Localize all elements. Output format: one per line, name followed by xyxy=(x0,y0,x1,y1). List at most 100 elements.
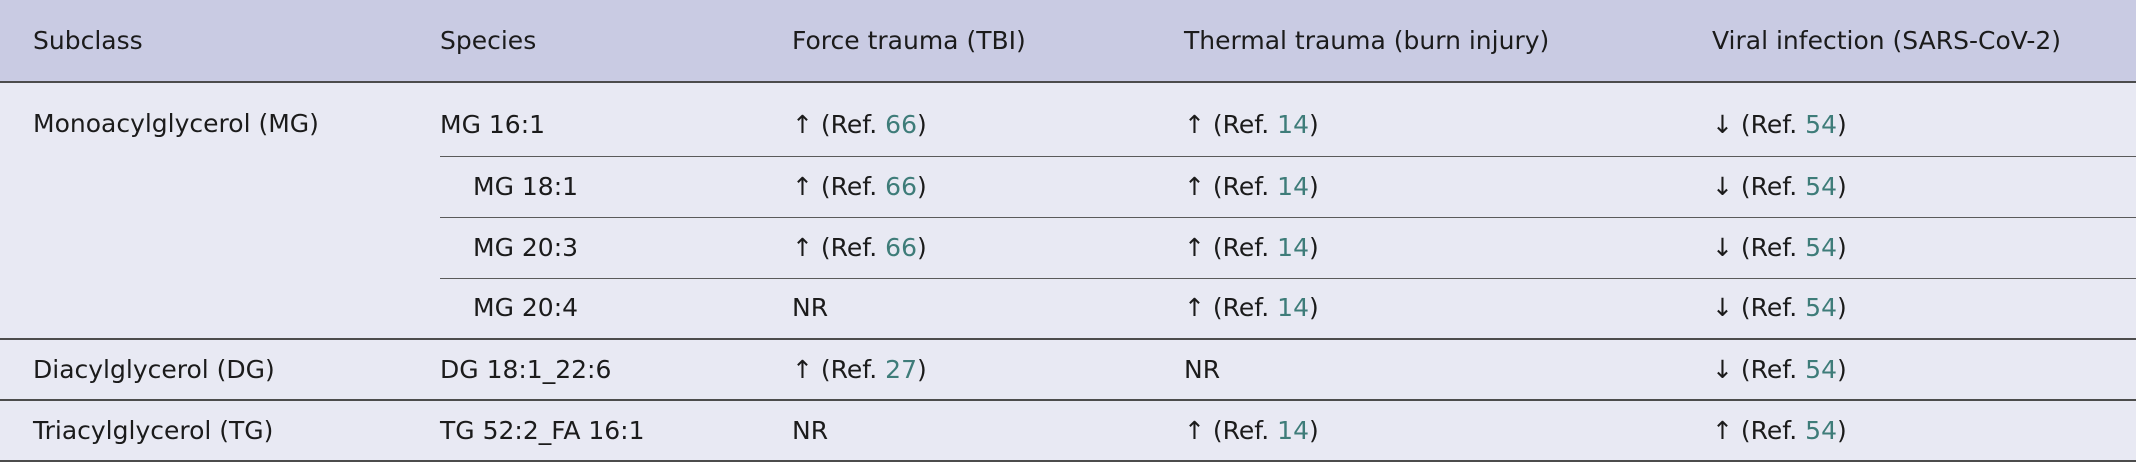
table-row: MG 20:3↑ (Ref. 66)↑ (Ref. 14)↓ (Ref. 54) xyxy=(0,216,2136,278)
ref-suffix: ) xyxy=(1836,415,1847,445)
reference-link[interactable]: 14 xyxy=(1277,293,1309,323)
ref-prefix: (Ref. xyxy=(1212,293,1278,323)
reference-link[interactable]: 14 xyxy=(1277,232,1309,262)
reference-link[interactable]: 54 xyxy=(1805,232,1837,262)
reference-link[interactable]: 27 xyxy=(885,354,917,384)
ref-suffix: ) xyxy=(1836,354,1847,384)
header-viral-infection: Viral infection (SARS-CoV-2) xyxy=(1712,25,2062,55)
ref-suffix: ) xyxy=(916,110,927,140)
species-cell: MG 18:1 xyxy=(440,155,792,217)
species-cell: TG 52:2_FA 16:1 xyxy=(440,399,792,462)
species-cell: MG 16:1 xyxy=(440,110,546,140)
viral-infection-cell: ↓ (Ref. 54) xyxy=(1712,338,2136,400)
not-reported-text: NR xyxy=(1184,354,1221,384)
ref-suffix: ) xyxy=(1836,110,1847,140)
subclass-cell: Diacylglycerol (DG) xyxy=(0,338,440,400)
reference-link[interactable]: 54 xyxy=(1805,110,1837,140)
force-trauma-cell: ↑ (Ref. 27) xyxy=(792,338,1184,400)
ref-suffix: ) xyxy=(1308,415,1319,445)
species-cell: DG 18:1_22:6 xyxy=(440,338,792,400)
ref-suffix: ) xyxy=(916,171,927,201)
header-subclass: Subclass xyxy=(33,25,143,55)
thermal-trauma-cell: NR xyxy=(1184,338,1712,400)
arrow-down-icon: ↓ xyxy=(1712,110,1733,140)
arrow-up-icon: ↑ xyxy=(1712,415,1733,445)
table-row: MG 18:1↑ (Ref. 66)↑ (Ref. 14)↓ (Ref. 54) xyxy=(0,155,2136,217)
reference-link[interactable]: 66 xyxy=(885,232,917,262)
reference-link[interactable]: 14 xyxy=(1277,171,1309,201)
ref-suffix: ) xyxy=(1836,232,1847,262)
reference-link[interactable]: 66 xyxy=(885,110,917,140)
ref-prefix: (Ref. xyxy=(1740,110,1806,140)
ref-prefix: (Ref. xyxy=(1740,415,1806,445)
viral-infection-cell: ↓ (Ref. 54) xyxy=(1712,95,2136,156)
ref-suffix: ) xyxy=(916,232,927,262)
viral-infection-cell: ↓ (Ref. 54) xyxy=(1712,155,2136,217)
arrow-down-icon: ↓ xyxy=(1712,293,1733,323)
species-cell: MG 20:4 xyxy=(440,277,792,339)
table-row: Monoacylglycerol (MG)MG 16:1↑ (Ref. 66)↑… xyxy=(0,95,2136,156)
reference-link[interactable]: 54 xyxy=(1805,415,1837,445)
arrow-up-icon: ↑ xyxy=(792,171,813,201)
ref-prefix: (Ref. xyxy=(820,354,886,384)
force-trauma-cell: ↑ (Ref. 66) xyxy=(792,216,1184,278)
viral-infection-cell: ↓ (Ref. 54) xyxy=(1712,216,2136,278)
viral-infection-cell: ↓ (Ref. 54) xyxy=(1712,277,2136,339)
thermal-trauma-cell: ↑ (Ref. 14) xyxy=(1184,399,1712,462)
species-cell: MG 20:3 xyxy=(440,216,792,278)
reference-link[interactable]: 14 xyxy=(1277,415,1309,445)
ref-prefix: (Ref. xyxy=(1740,171,1806,201)
table-header-row: Subclass Species Force trauma (TBI) Ther… xyxy=(0,0,2136,82)
ref-prefix: (Ref. xyxy=(820,232,886,262)
thermal-trauma-cell: ↑ (Ref. 14) xyxy=(1184,155,1712,217)
not-reported-text: NR xyxy=(792,415,829,445)
header-spacer xyxy=(0,82,2136,95)
not-reported-text: NR xyxy=(792,293,829,323)
arrow-down-icon: ↓ xyxy=(1712,354,1733,384)
reference-link[interactable]: 54 xyxy=(1805,171,1837,201)
ref-prefix: (Ref. xyxy=(1740,232,1806,262)
header-species: Species xyxy=(440,25,537,55)
ref-suffix: ) xyxy=(1308,110,1319,140)
ref-prefix: (Ref. xyxy=(1740,293,1806,323)
ref-suffix: ) xyxy=(1308,171,1319,201)
force-trauma-cell: NR xyxy=(792,399,1184,462)
header-thermal-trauma: Thermal trauma (burn injury) xyxy=(1184,25,1550,55)
reference-link[interactable]: 54 xyxy=(1805,354,1837,384)
ref-prefix: (Ref. xyxy=(1212,232,1278,262)
ref-suffix: ) xyxy=(1308,232,1319,262)
ref-prefix: (Ref. xyxy=(820,171,886,201)
viral-infection-cell: ↑ (Ref. 54) xyxy=(1712,399,2136,462)
ref-prefix: (Ref. xyxy=(1740,354,1806,384)
ref-suffix: ) xyxy=(1308,293,1319,323)
subclass-cell: Monoacylglycerol (MG) xyxy=(33,109,319,138)
force-trauma-cell: ↑ (Ref. 66) xyxy=(792,155,1184,217)
arrow-up-icon: ↑ xyxy=(1184,293,1205,323)
thermal-trauma-cell: ↑ (Ref. 14) xyxy=(1184,277,1712,339)
subclass-cell: Triacylglycerol (TG) xyxy=(0,399,440,462)
ref-suffix: ) xyxy=(1836,293,1847,323)
reference-link[interactable]: 54 xyxy=(1805,293,1837,323)
thermal-trauma-cell: ↑ (Ref. 14) xyxy=(1184,216,1712,278)
ref-prefix: (Ref. xyxy=(820,110,886,140)
table-row: Diacylglycerol (DG)DG 18:1_22:6↑ (Ref. 2… xyxy=(0,338,2136,400)
reference-link[interactable]: 14 xyxy=(1277,110,1309,140)
ref-prefix: (Ref. xyxy=(1212,171,1278,201)
reference-link[interactable]: 66 xyxy=(885,171,917,201)
ref-prefix: (Ref. xyxy=(1212,110,1278,140)
header-force-trauma: Force trauma (TBI) xyxy=(792,25,1026,55)
arrow-up-icon: ↑ xyxy=(792,354,813,384)
arrow-down-icon: ↓ xyxy=(1712,171,1733,201)
ref-prefix: (Ref. xyxy=(1212,415,1278,445)
arrow-down-icon: ↓ xyxy=(1712,232,1733,262)
ref-suffix: ) xyxy=(916,354,927,384)
arrow-up-icon: ↑ xyxy=(792,232,813,262)
ref-suffix: ) xyxy=(1836,171,1847,201)
thermal-trauma-cell: ↑ (Ref. 14) xyxy=(1184,95,1712,156)
arrow-up-icon: ↑ xyxy=(1184,232,1205,262)
arrow-up-icon: ↑ xyxy=(1184,415,1205,445)
arrow-up-icon: ↑ xyxy=(1184,171,1205,201)
